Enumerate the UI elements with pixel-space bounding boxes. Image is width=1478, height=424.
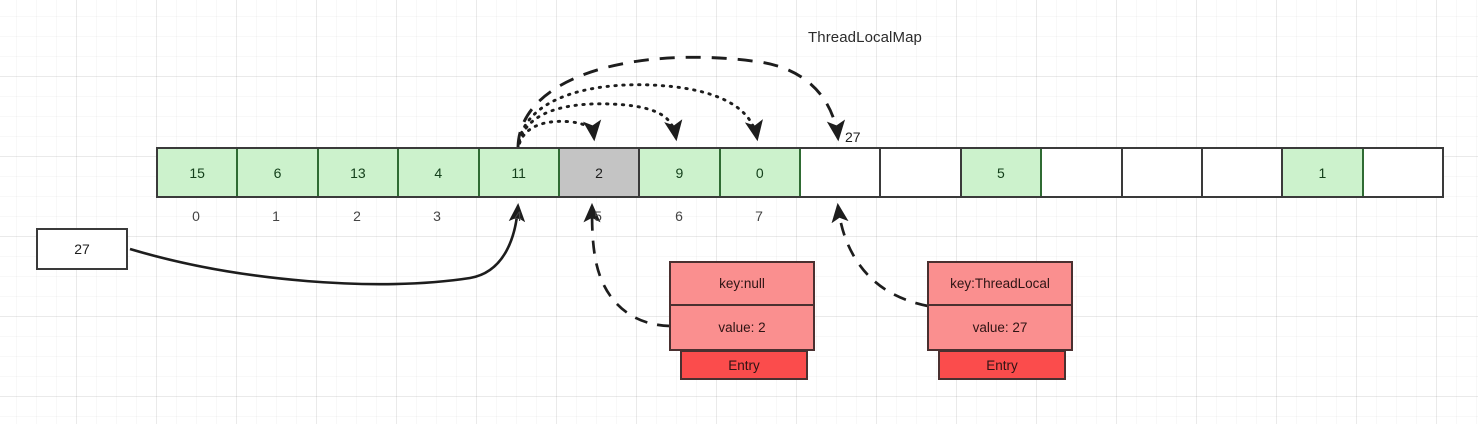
entry-key-value-box: key:null value: 2	[669, 261, 815, 351]
input-value-box[interactable]: 27	[36, 228, 128, 270]
array-cell-value: 1	[1318, 164, 1327, 181]
array-cell-15[interactable]	[1363, 149, 1442, 196]
entry-node-new[interactable]: key:ThreadLocal value: 27 Entry	[927, 261, 1073, 380]
arc-probe-to-index6	[516, 102, 683, 152]
arc-probe-to-index8	[516, 55, 846, 148]
entry-key-row: key:null	[671, 263, 813, 306]
array-index-label-3: 3	[433, 208, 441, 224]
array-cell-value: 5	[997, 164, 1005, 181]
array-cell-8[interactable]	[801, 149, 882, 196]
connector-entry-right-to-index8	[831, 202, 929, 308]
arc-probe-to-index7	[516, 83, 763, 151]
array-cell-13[interactable]	[1202, 149, 1284, 196]
array-cell-value: 0	[755, 164, 764, 181]
array-cell-7[interactable]: 0	[720, 149, 801, 196]
array-cell-4[interactable]: 11	[479, 149, 560, 196]
array-cell-value: 13	[350, 164, 366, 181]
hash-result-label: 27	[845, 129, 861, 145]
array-index-label-5: 5	[594, 208, 602, 224]
array-index-label-7: 7	[755, 208, 763, 224]
array-cell-5[interactable]: 2	[559, 149, 641, 196]
array-cell-value: 11	[511, 164, 526, 181]
input-value-text: 27	[74, 241, 90, 257]
array-cell-11[interactable]	[1042, 149, 1123, 196]
array-cell-14[interactable]: 1	[1283, 149, 1364, 196]
array-cell-1[interactable]: 6	[238, 149, 319, 196]
entry-value-row: value: 27	[972, 320, 1028, 335]
entry-type-label: Entry	[938, 350, 1066, 380]
array-cell-10[interactable]: 5	[961, 149, 1043, 196]
entry-value-row: value: 2	[718, 320, 766, 335]
array-cell-value: 4	[434, 164, 443, 181]
array-cell-3[interactable]: 4	[399, 149, 480, 196]
array-index-label-0: 0	[192, 208, 200, 224]
array-cell-value: 2	[595, 164, 603, 181]
array-index-label-4: 4	[514, 208, 522, 224]
array-cell-6[interactable]: 9	[640, 149, 721, 196]
array-cell-value: 9	[675, 164, 684, 181]
array-index-label-2: 2	[353, 208, 361, 224]
entry-node-stale[interactable]: key:null value: 2 Entry	[669, 261, 815, 380]
threadlocalmap-table: 15 6 13 4 11 2 9 0 5 1	[156, 147, 1444, 198]
entry-key-value-box: key:ThreadLocal value: 27	[927, 261, 1073, 351]
array-cell-0[interactable]: 15	[158, 149, 239, 196]
diagram-title: ThreadLocalMap	[808, 29, 922, 46]
entry-key-row: key:ThreadLocal	[929, 263, 1071, 306]
entry-type-label: Entry	[680, 350, 808, 380]
array-cell-value: 6	[273, 164, 282, 181]
connector-entry-left-to-index5	[583, 202, 671, 328]
array-index-label-1: 1	[272, 208, 280, 224]
array-cell-12[interactable]	[1122, 149, 1203, 196]
array-cell-2[interactable]: 13	[318, 149, 400, 196]
array-cell-9[interactable]	[881, 149, 962, 196]
array-index-label-6: 6	[675, 208, 683, 224]
array-cell-value: 15	[189, 164, 205, 181]
